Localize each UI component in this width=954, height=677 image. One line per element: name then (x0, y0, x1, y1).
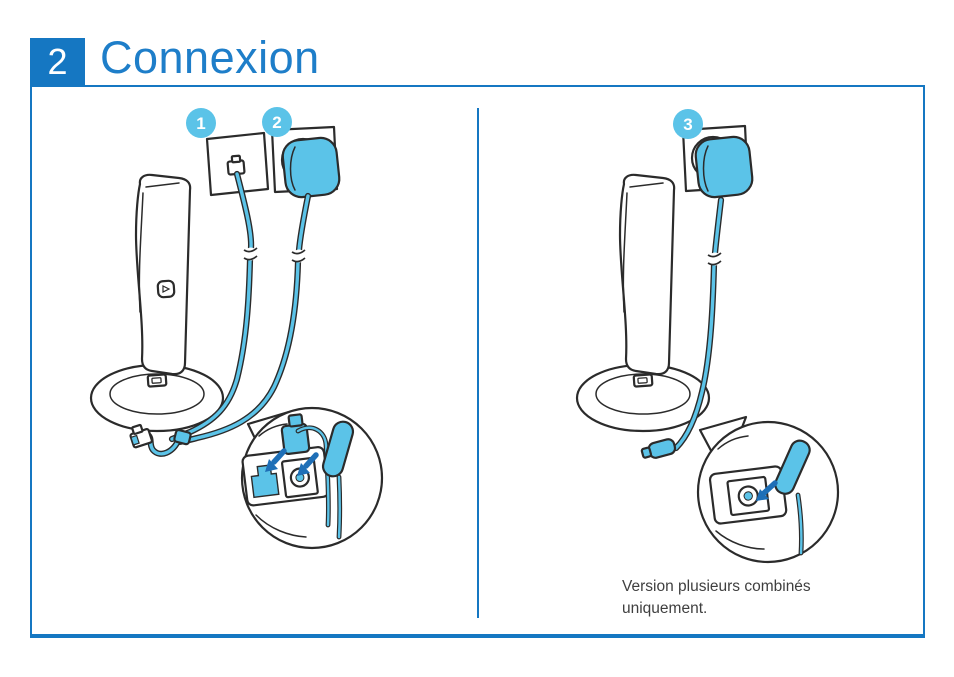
cord-clip-icon (280, 413, 331, 528)
arrow-icon (297, 452, 319, 476)
cable-break-mark (291, 249, 306, 263)
chapter-number: 2 (47, 40, 68, 82)
content-frame: 1 2 (30, 85, 925, 638)
arrow-icon (265, 448, 287, 472)
cord-grommet-icon (145, 429, 192, 457)
cradle-slot (146, 373, 168, 388)
dc-plug-icon (774, 439, 811, 495)
cradle-slot (632, 373, 654, 388)
handset-icon (618, 173, 676, 376)
power-adapter-icon (694, 135, 754, 199)
arrow-icon (756, 480, 778, 501)
step-badge-3: 3 (673, 109, 703, 139)
left-panel: 1 2 (32, 87, 480, 634)
svg-text:1: 1 (196, 114, 205, 133)
callout-detail (708, 435, 811, 556)
caption-line-1: Version plusieurs combinés (622, 578, 811, 595)
cable-break-mark (707, 252, 722, 266)
power-adapter-icon (281, 136, 341, 199)
svg-text:2: 2 (272, 113, 281, 132)
left-panel-illustration: 1 2 (89, 107, 384, 550)
power-cord (672, 196, 725, 452)
handset-button-icon (156, 279, 176, 299)
callout-detail (241, 413, 355, 540)
dc-plug-icon (640, 438, 677, 459)
right-panel: 3 (480, 87, 923, 634)
chapter-number-box: 2 (30, 38, 85, 85)
right-panel-illustration: 3 (575, 109, 840, 564)
power-wall-socket-icon (681, 124, 754, 199)
caption-text: Version plusieurs combinés uniquement. (622, 576, 852, 621)
power-wall-socket-icon (270, 125, 341, 199)
rj11-plug-icon (129, 423, 153, 449)
panel-divider (477, 108, 479, 618)
dc-plug-icon (321, 420, 355, 478)
caption-line-2: uniquement. (622, 600, 708, 618)
page-title: Connexion (100, 32, 320, 83)
svg-text:3: 3 (683, 115, 692, 134)
step-badge-2: 2 (262, 107, 292, 137)
handset-icon (134, 173, 192, 376)
cable-break-mark (243, 247, 258, 261)
step-badge-1: 1 (186, 108, 216, 138)
